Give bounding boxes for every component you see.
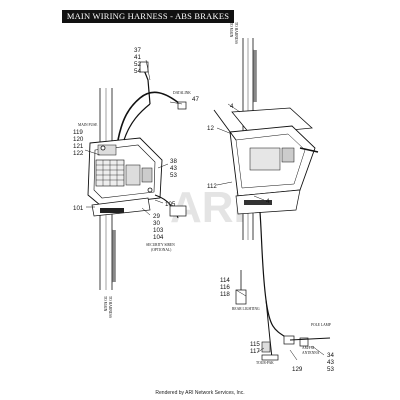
callout-105: 105 — [165, 201, 176, 208]
callout-129: 129 — [292, 366, 303, 373]
callout-43-right: 43 — [327, 359, 334, 366]
callout-122: 122 — [73, 150, 84, 157]
descriptive-labels: DATALINK MAIN FUSE SECURITY SIREN (OPTIO… — [78, 22, 331, 365]
callout-117: 117 — [250, 348, 260, 355]
label-security-siren: SECURITY SIREN — [146, 243, 175, 247]
callout-38: 38 — [170, 158, 177, 165]
callout-54: 54 — [134, 68, 141, 75]
callout-104: 104 — [153, 234, 164, 241]
callout-121: 121 — [73, 143, 84, 150]
callout-numbers: 37 41 52 54 47 119 120 121 122 38 43 53 … — [73, 47, 334, 373]
label-to-main-bottom-1: TO MAIN — [103, 296, 107, 312]
callout-37: 37 — [134, 47, 141, 54]
callout-43: 43 — [170, 165, 177, 172]
footer-credit: Rendered by ARI Network Services, Inc. — [155, 390, 245, 396]
label-to-main-top-2: TO HARNESS — [234, 22, 238, 44]
callout-120: 120 — [73, 136, 84, 143]
label-rear-lighting: REAR LIGHTING — [232, 307, 260, 311]
callout-119: 119 — [73, 129, 83, 136]
label-to-main-bottom-2: TO HARNESS — [108, 296, 112, 318]
left-assembly — [87, 61, 187, 290]
callout-4-bottom: 4 — [266, 198, 270, 205]
callout-115: 115 — [250, 341, 260, 348]
callout-52: 52 — [134, 61, 141, 68]
callout-112: 112 — [207, 183, 217, 190]
label-tour-pak: TOUR-PAK — [256, 361, 274, 365]
callout-118: 118 — [220, 291, 230, 298]
callout-101: 101 — [73, 205, 84, 212]
callout-47: 47 — [192, 96, 199, 103]
callout-53-right: 53 — [327, 366, 334, 373]
callout-114: 114 — [220, 277, 230, 284]
diagram-title: MAIN WIRING HARNESS - ABS BRAKES — [62, 10, 234, 23]
callout-4-top: 4 — [230, 103, 234, 110]
label-security-siren-optional: (OPTIONAL) — [151, 248, 172, 252]
callout-116: 116 — [220, 284, 230, 291]
callout-41: 41 — [134, 54, 141, 61]
label-antenna: ANTENNA — [302, 351, 320, 355]
label-datalink: DATALINK — [173, 91, 191, 95]
callout-30: 30 — [153, 220, 160, 227]
label-am-fm: AM/FM — [302, 346, 315, 350]
label-to-main-top-1: TO MAIN — [229, 22, 233, 38]
callout-34: 34 — [327, 352, 334, 359]
callout-103: 103 — [153, 227, 164, 234]
callout-53: 53 — [170, 172, 177, 179]
callout-12: 12 — [207, 125, 214, 132]
label-main-fuse: MAIN FUSE — [78, 123, 98, 127]
label-pole-lamp: POLE LAMP — [311, 323, 331, 327]
right-assembly — [213, 38, 331, 361]
callout-29: 29 — [153, 213, 160, 220]
leader-lines — [84, 59, 325, 361]
